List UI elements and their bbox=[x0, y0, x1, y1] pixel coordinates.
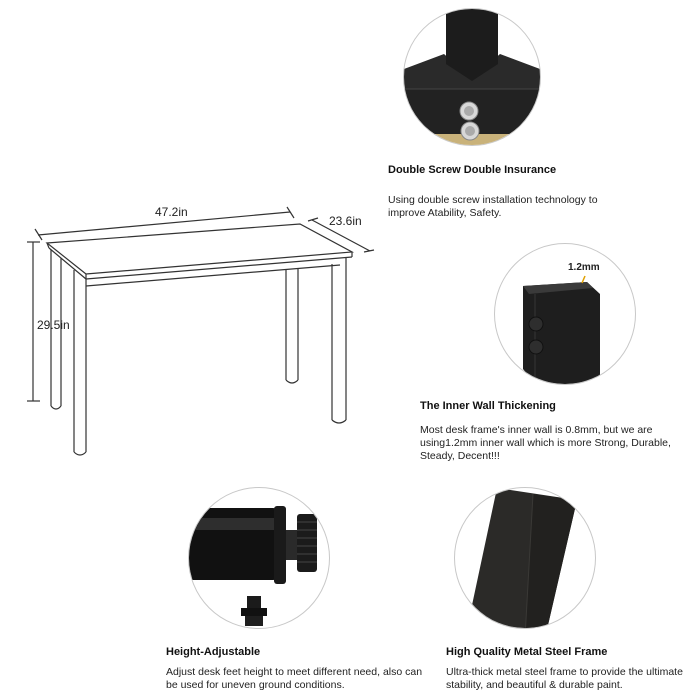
feature-description: Adjust desk feet height to meet differen… bbox=[166, 666, 423, 691]
feature-description: Using double screw installation technolo… bbox=[388, 194, 598, 219]
adjustable-foot-image bbox=[188, 487, 330, 629]
depth-dimension-label: 23.6in bbox=[329, 214, 362, 228]
feature-description: Ultra-thick metal steel frame to provide… bbox=[446, 666, 683, 691]
desk-dimension-diagram bbox=[27, 206, 375, 456]
feature-description: Most desk frame's inner wall is 0.8mm, b… bbox=[420, 424, 671, 462]
steel-frame-image bbox=[454, 487, 596, 629]
height-dimension-label: 29.5in bbox=[37, 318, 70, 332]
feature-title: High Quality Metal Steel Frame bbox=[446, 646, 608, 658]
width-dimension-label: 47.2in bbox=[155, 205, 188, 219]
thickness-callout: 1.2mm bbox=[568, 262, 600, 273]
feature-title: Double Screw Double Insurance bbox=[388, 164, 557, 176]
inner-wall-image: 1.2mm bbox=[494, 243, 636, 385]
double-screw-image bbox=[403, 8, 541, 146]
feature-title: The Inner Wall Thickening bbox=[420, 400, 556, 412]
feature-title: Height-Adjustable bbox=[166, 646, 261, 658]
